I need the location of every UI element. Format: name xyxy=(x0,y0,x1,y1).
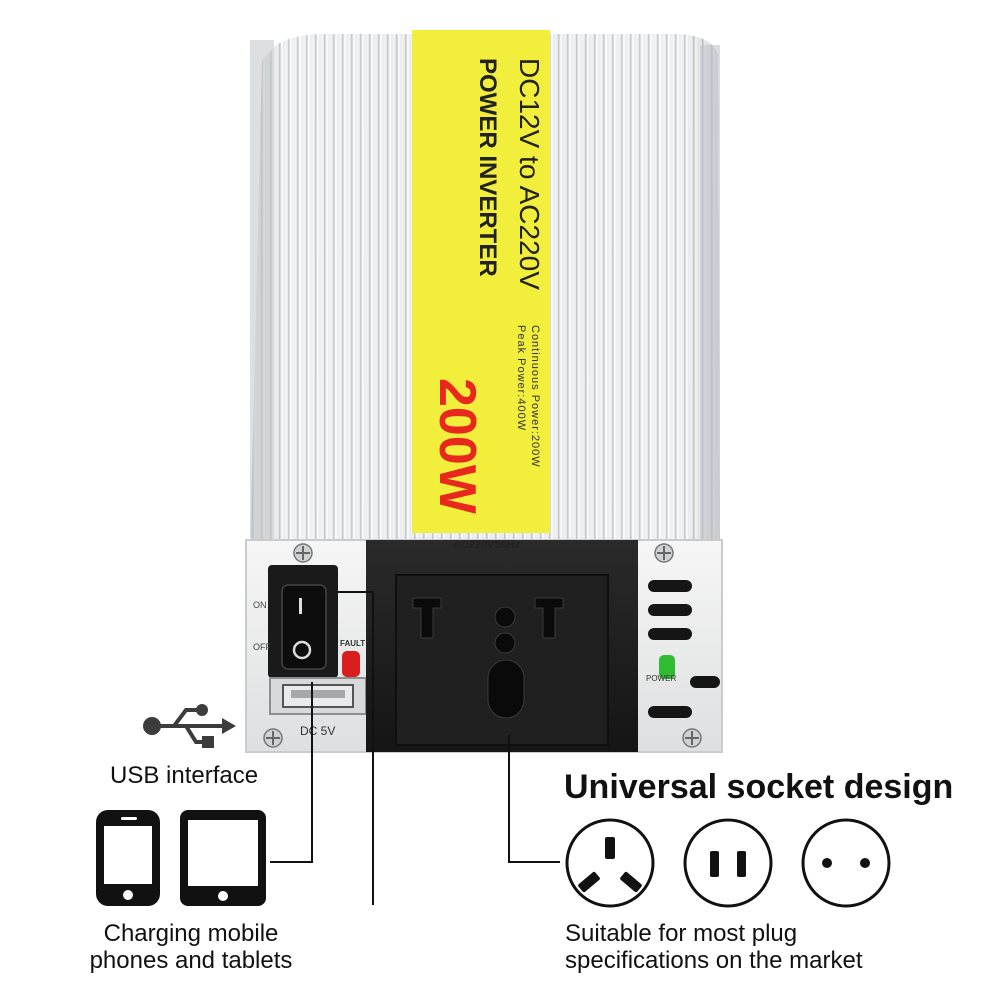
label-line2: POWER INVERTER xyxy=(474,58,501,277)
phone-icon xyxy=(96,810,160,906)
switch-off-label: OFF xyxy=(253,642,271,652)
power-label: POWER xyxy=(646,674,676,683)
usb-port xyxy=(269,677,367,715)
label-line1: DC12V to AC220V xyxy=(514,58,545,290)
vent-slots xyxy=(648,580,720,718)
fault-label: FAULT xyxy=(340,639,365,648)
power-led xyxy=(659,655,675,679)
screw-icon xyxy=(654,543,674,563)
tablet-icon xyxy=(180,810,266,906)
devices-caption-line2: phones and tablets xyxy=(89,947,293,974)
ac-socket xyxy=(366,540,638,752)
screw-icon xyxy=(682,728,702,748)
devices-caption-line1: Charging mobile xyxy=(103,920,279,947)
usb-icon xyxy=(143,704,236,748)
usb-port-label: DC 5V xyxy=(300,724,335,738)
socket-caption-line2: specifications on the market xyxy=(565,947,863,974)
socket-caption-line1: Suitable for most plug xyxy=(565,920,798,947)
socket-heading: Universal socket design xyxy=(564,768,954,806)
front-panel: ON OFF FAULT DC 5V AC220V50Hz xyxy=(245,539,723,753)
wattage-text: 200W xyxy=(428,378,486,515)
peak-power-text: Peak Power:400W xyxy=(515,325,527,431)
socket-rating-label: AC220V50Hz xyxy=(453,539,521,551)
screw-icon xyxy=(263,728,283,748)
continuous-power-text: Continuous Power:200W xyxy=(529,325,541,468)
power-switch[interactable] xyxy=(268,565,338,678)
usb-caption: USB interface xyxy=(110,762,259,789)
product-label: DC12V to AC220V POWER INVERTER Continuou… xyxy=(412,30,550,533)
plug-type-i-icon xyxy=(565,818,655,908)
switch-on-label: ON xyxy=(253,600,267,610)
plug-type-a-icon xyxy=(683,818,773,908)
screw-icon xyxy=(293,543,313,563)
fault-led xyxy=(342,651,360,677)
plug-type-c-icon xyxy=(801,818,891,908)
callout-lines xyxy=(270,591,560,905)
